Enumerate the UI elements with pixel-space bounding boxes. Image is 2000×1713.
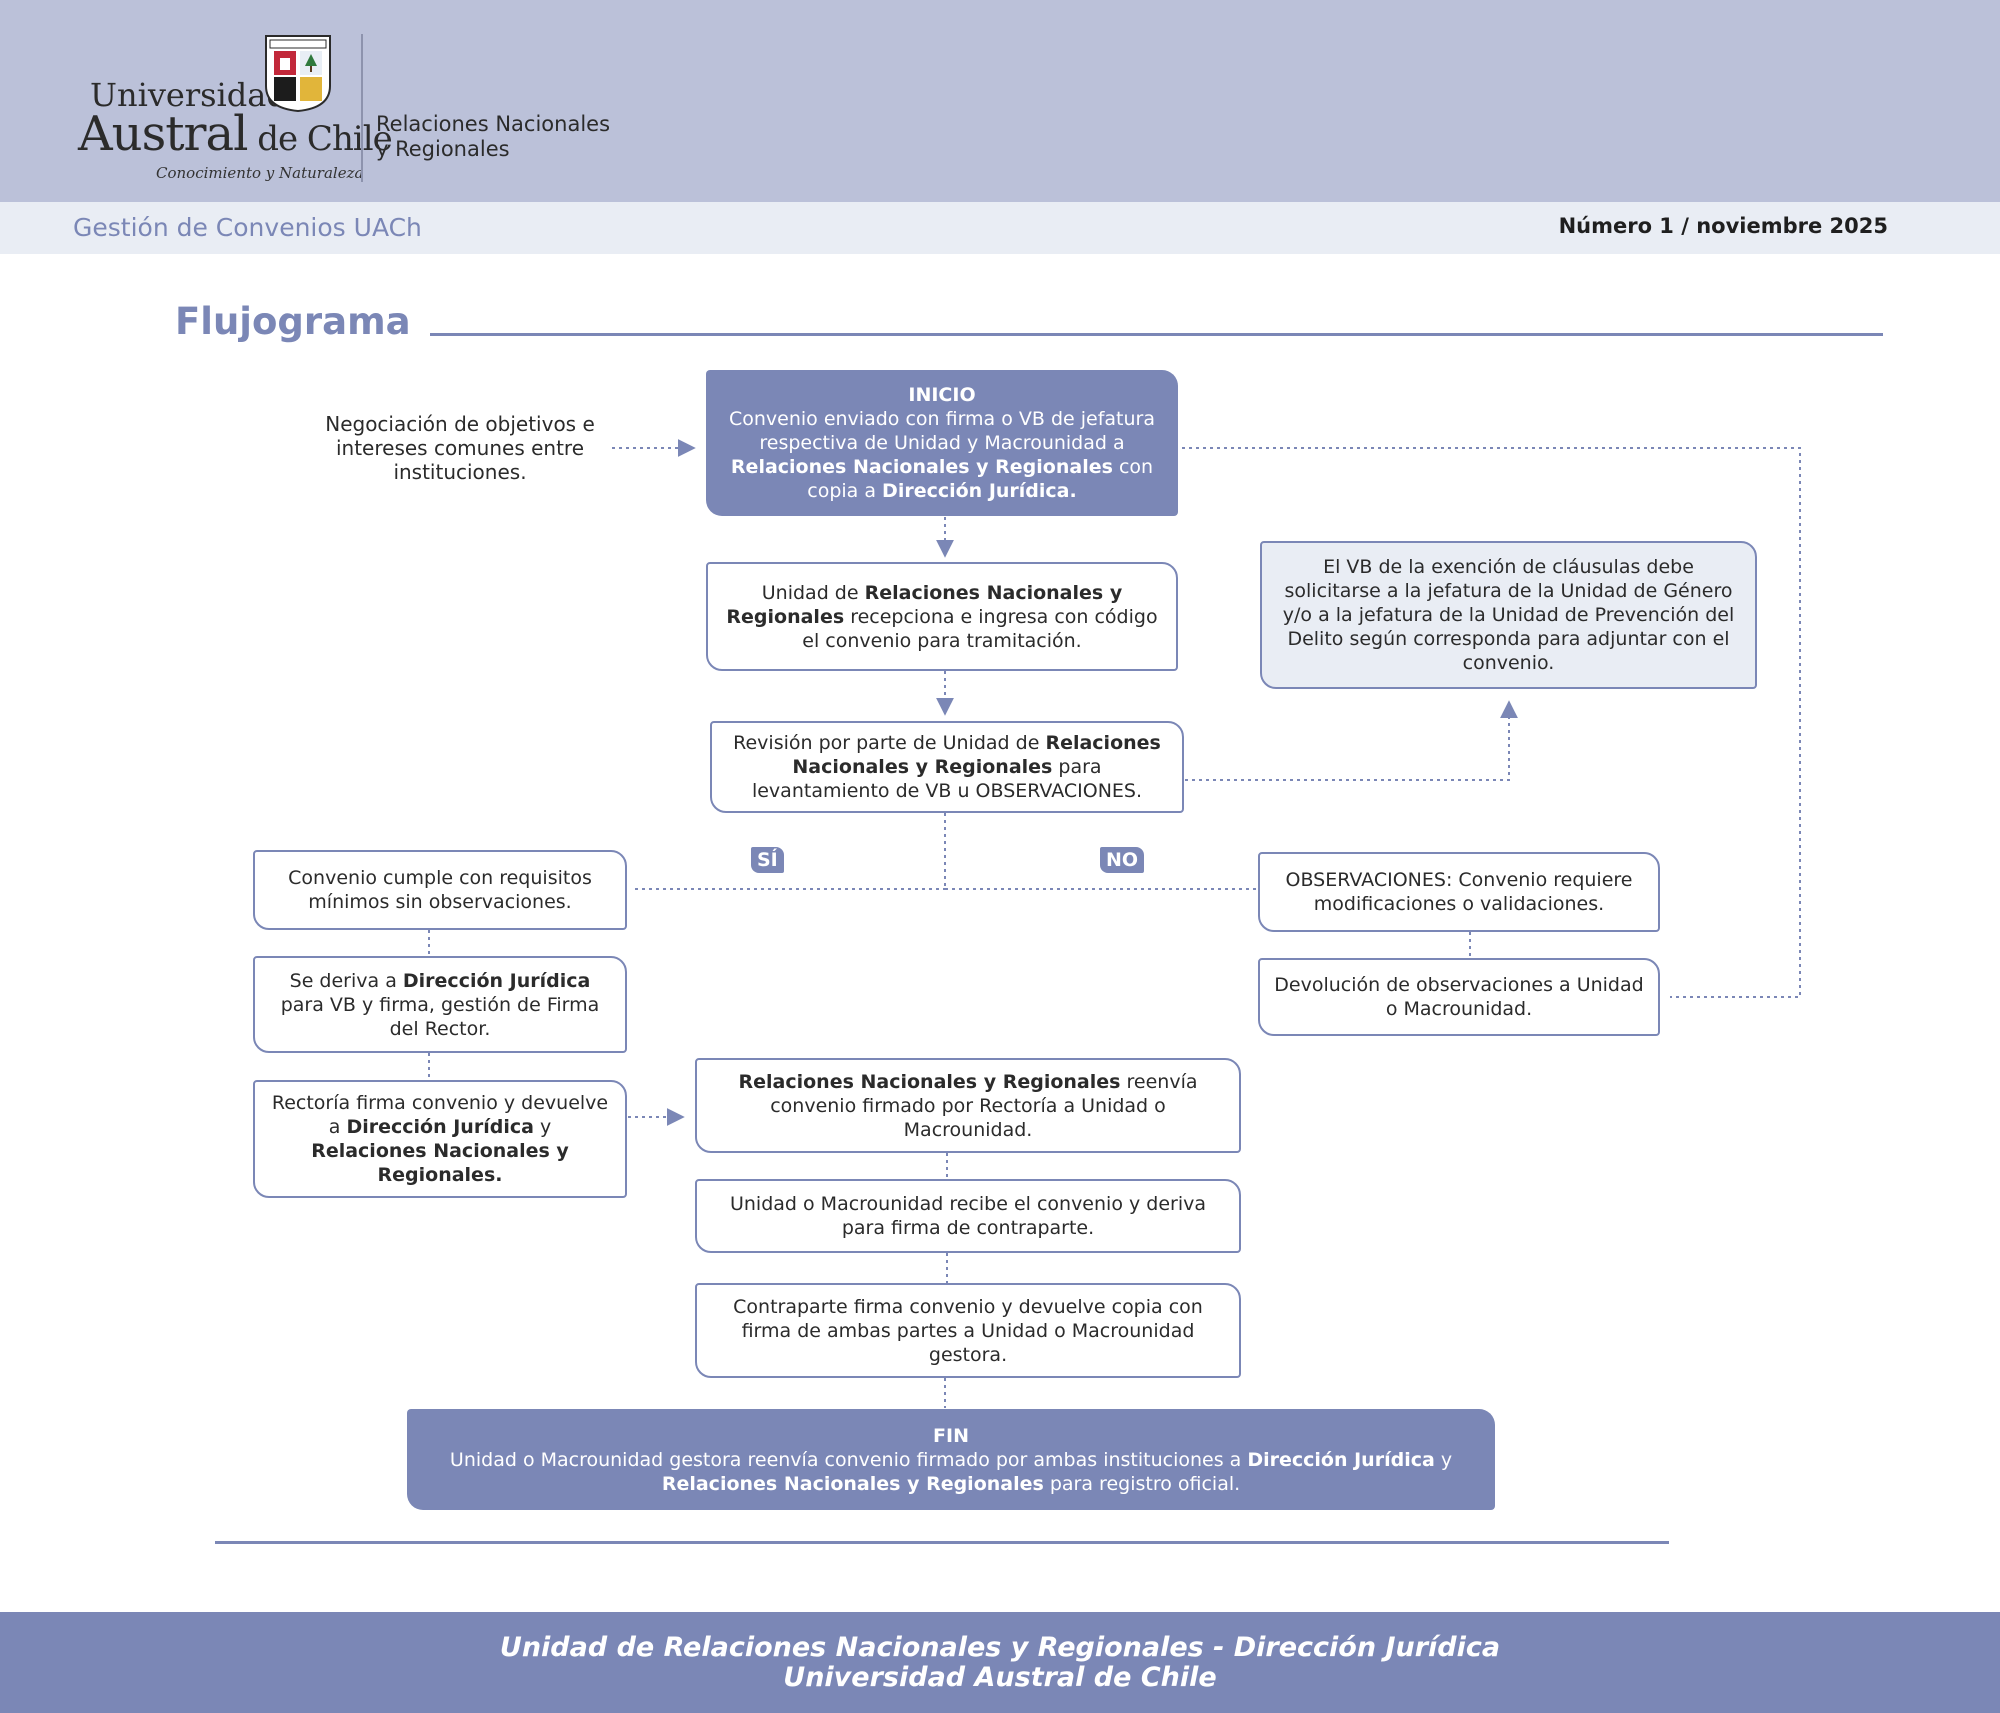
section-title: Flujograma (175, 300, 411, 343)
unit-name: Relaciones Nacionales y Regionales (376, 112, 611, 161)
logo-line-2: Austral de Chile (78, 106, 393, 162)
step-no-observations: OBSERVACIONES: Convenio requiere modific… (1258, 852, 1660, 932)
logo-line-1: Universidad (90, 76, 287, 114)
end-heading: FIN (933, 1424, 969, 1447)
step-no-return: Devolución de observaciones a Unidad o M… (1258, 958, 1660, 1036)
step-resend: Relaciones Nacionales y Regionales reenv… (695, 1058, 1241, 1153)
start-text: Convenio enviado con firma o VB de jefat… (728, 408, 1156, 502)
footer-line-2: Universidad Austral de Chile (783, 1661, 1217, 1693)
label-yes: SÍ (751, 847, 784, 873)
header: Universidad Austral de Chile Conocimient… (0, 0, 2000, 202)
connector-review-to-exemption (1185, 700, 1518, 781)
section-rule (430, 333, 1883, 336)
start-heading: INICIO (908, 384, 976, 406)
start-node: INICIO Convenio enviado con firma o VB d… (706, 370, 1178, 516)
label-no: NO (1100, 847, 1145, 873)
issue-number: Número 1 / noviembre 2025 (1558, 214, 1888, 238)
note-exemption: El VB de la exención de cláusulas debe s… (1260, 541, 1757, 689)
university-crest-icon (265, 35, 331, 112)
step-yes-rector: Rectoría firma convenio y devuelve a Dir… (253, 1080, 627, 1198)
end-node: FIN Unidad o Macrounidad gestora reenvía… (407, 1409, 1495, 1510)
logo-tagline: Conocimiento y Naturaleza (156, 164, 364, 182)
header-divider (361, 34, 363, 182)
step-counterpart: Contraparte firma convenio y devuelve co… (695, 1283, 1241, 1378)
subheader-bar: Gestión de Convenios UACh Número 1 / nov… (0, 202, 2000, 254)
step-reception: Unidad de Relaciones Nacionales y Region… (706, 562, 1178, 671)
publication-title: Gestión de Convenios UACh (73, 213, 422, 242)
closing-rule (215, 1541, 1669, 1544)
footer-line-1: Unidad de Relaciones Nacionales y Region… (499, 1631, 1501, 1663)
step-yes-legal: Se deriva a Dirección Jurídica para VB y… (253, 956, 627, 1053)
step-unit-receives: Unidad o Macrounidad recibe el convenio … (695, 1179, 1241, 1253)
connector-start-to-return (1182, 447, 1801, 998)
step-review: Revisión por parte de Unidad de Relacion… (710, 721, 1184, 813)
note-negotiation: Negociación de objetivos e intereses com… (325, 412, 595, 484)
end-text: Unidad o Macrounidad gestora reenvía con… (449, 1448, 1453, 1495)
footer: Unidad de Relaciones Nacionales y Region… (0, 1612, 2000, 1713)
step-yes-meets-requirements: Convenio cumple con requisitos mínimos s… (253, 850, 627, 930)
